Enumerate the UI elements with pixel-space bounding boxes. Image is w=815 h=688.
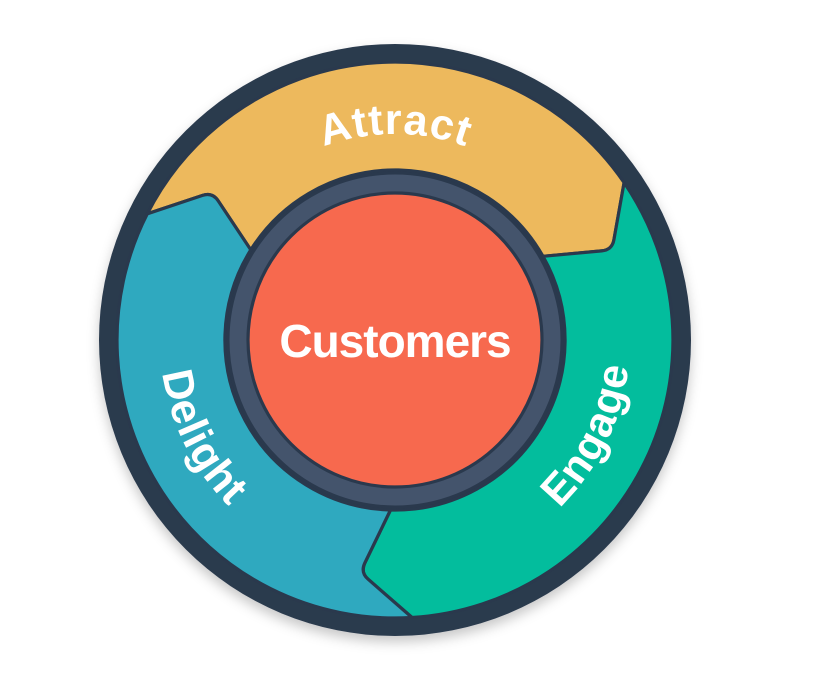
customers-label: Customers: [279, 315, 510, 367]
segment-delight: [115, 192, 414, 620]
center-circle: [246, 191, 544, 489]
